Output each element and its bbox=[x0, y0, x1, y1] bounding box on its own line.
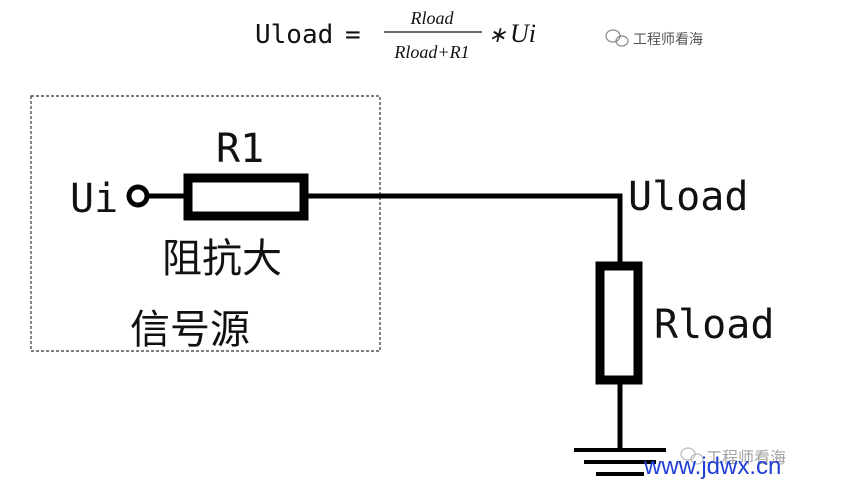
watermark-top: 工程师看海 bbox=[605, 29, 703, 48]
source-label: 信号源 bbox=[130, 307, 250, 353]
wechat-icon bbox=[680, 447, 704, 465]
formula: Uload = Rload Rload+R1 ∗ Ui bbox=[255, 8, 536, 62]
formula-numerator: Rload bbox=[410, 8, 455, 28]
formula-lhs: Uload bbox=[255, 20, 333, 50]
watermark-top-text: 工程师看海 bbox=[633, 32, 703, 48]
wechat-icon bbox=[605, 29, 629, 47]
wire-output bbox=[301, 193, 623, 267]
formula-rhs: Ui bbox=[510, 19, 536, 48]
signal-source-box bbox=[30, 95, 381, 352]
wires bbox=[144, 193, 623, 451]
resistor-r1 bbox=[183, 173, 309, 221]
input-terminal bbox=[126, 184, 150, 208]
resistor-rload bbox=[595, 261, 643, 385]
r1-label: R1 bbox=[216, 126, 264, 172]
formula-multiply: ∗ bbox=[488, 22, 507, 47]
load-label: Rload bbox=[654, 302, 774, 348]
formula-denominator: Rload+R1 bbox=[393, 42, 469, 62]
output-label: Uload bbox=[628, 174, 748, 220]
ground-icon bbox=[574, 448, 666, 476]
impedance-note: 阻抗大 bbox=[162, 236, 282, 282]
watermark-bottom: 工程师看海 bbox=[680, 447, 786, 467]
formula-equals: = bbox=[345, 20, 361, 50]
watermark-bottom-text: 工程师看海 bbox=[706, 448, 786, 467]
site-url: www.jdwx.cn bbox=[643, 453, 781, 480]
input-label: Ui bbox=[70, 176, 118, 222]
